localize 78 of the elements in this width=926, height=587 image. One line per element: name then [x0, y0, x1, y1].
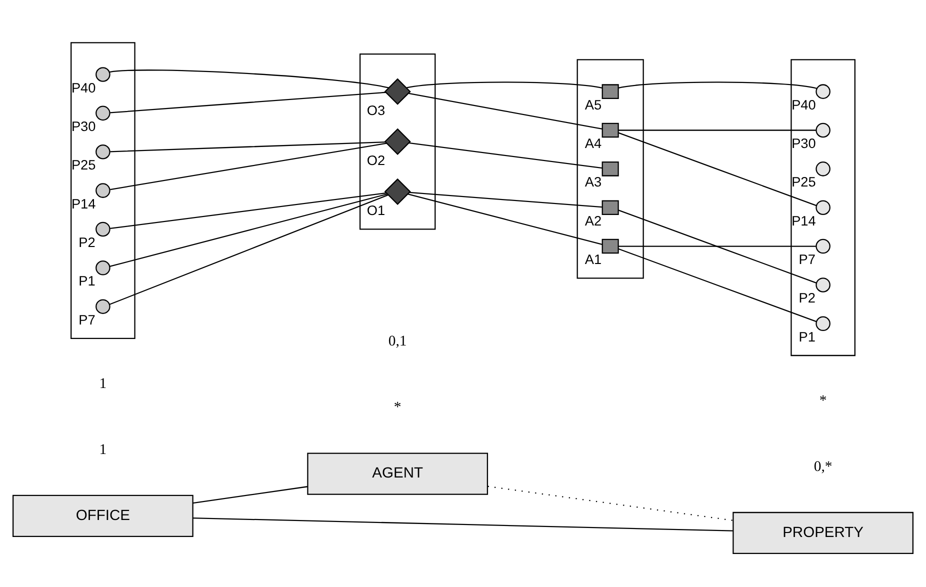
- node-circle: [816, 316, 830, 332]
- node-label: A2: [584, 213, 602, 228]
- node-box: [602, 162, 619, 176]
- cluster: [359, 53, 436, 230]
- node-circle: [96, 144, 110, 160]
- node-box: [602, 200, 619, 215]
- node-box: [602, 122, 619, 138]
- connector: [110, 192, 386, 229]
- connector: [618, 210, 817, 284]
- node-circle: [816, 162, 830, 176]
- node-circle: [816, 122, 830, 138]
- node-circle: [816, 278, 830, 292]
- connector: [110, 70, 389, 88]
- node-circle: [816, 200, 830, 215]
- connector: [110, 92, 386, 114]
- node-circle: [96, 299, 110, 314]
- connector: [618, 130, 816, 131]
- label: *: [394, 400, 402, 416]
- node-label: P14: [792, 213, 816, 228]
- label: 0,*: [814, 458, 832, 475]
- connector: [193, 517, 733, 532]
- node-label: P2: [798, 290, 816, 306]
- node-label: P14: [71, 196, 96, 212]
- node-diamond: [384, 178, 411, 205]
- connector: [109, 194, 388, 305]
- node-label: A1: [584, 252, 602, 268]
- label: 1: [99, 376, 107, 392]
- node-label: P7: [798, 252, 816, 268]
- node-label: P1: [78, 274, 96, 289]
- node-label: O2: [366, 153, 386, 168]
- connector: [110, 142, 387, 190]
- connector: [618, 82, 817, 89]
- node-box: [602, 238, 619, 254]
- node-label: P1: [798, 329, 816, 344]
- node-label: P7: [78, 312, 96, 328]
- node-label: P40: [792, 97, 816, 112]
- node-circle: [96, 67, 110, 82]
- node-label: P2: [78, 234, 96, 250]
- node-box: [602, 84, 619, 99]
- connector: [409, 192, 602, 208]
- node-label: P30: [792, 136, 816, 151]
- cluster: [790, 59, 856, 356]
- label: 1: [99, 442, 107, 458]
- node-label: P25: [792, 174, 816, 190]
- node-box: OFFICE: [12, 494, 194, 537]
- node-label: O1: [366, 203, 386, 218]
- node-label: O3: [366, 103, 386, 118]
- connector: [408, 92, 602, 130]
- node-diamond: [384, 128, 411, 155]
- connector: [488, 486, 734, 521]
- node-diamond: [384, 78, 411, 105]
- node-label: A3: [584, 174, 602, 190]
- node-circle: [816, 84, 830, 99]
- node-box: AGENT: [307, 452, 488, 495]
- connector: [618, 248, 817, 322]
- cluster: [70, 42, 136, 339]
- node-circle: [816, 238, 830, 254]
- node-circle: [96, 106, 110, 121]
- connector: [618, 132, 817, 206]
- node-label: P25: [71, 158, 96, 173]
- node-circle: [96, 260, 110, 276]
- connector: [192, 486, 308, 504]
- label: *: [819, 392, 827, 409]
- connector: [408, 142, 602, 169]
- node-label: P30: [71, 118, 96, 134]
- connector: [618, 246, 816, 247]
- node-label: P40: [71, 80, 96, 96]
- node-label: A4: [584, 136, 602, 151]
- node-circle: [96, 183, 110, 198]
- connector: [406, 82, 602, 88]
- cluster: [576, 59, 644, 279]
- connector: [110, 141, 386, 152]
- label: 0,1: [388, 334, 407, 350]
- node-box: PROPERTY: [732, 512, 914, 554]
- connector: [408, 193, 602, 246]
- node-label: A5: [584, 97, 602, 112]
- connector: [110, 194, 388, 267]
- node-circle: [96, 222, 110, 237]
